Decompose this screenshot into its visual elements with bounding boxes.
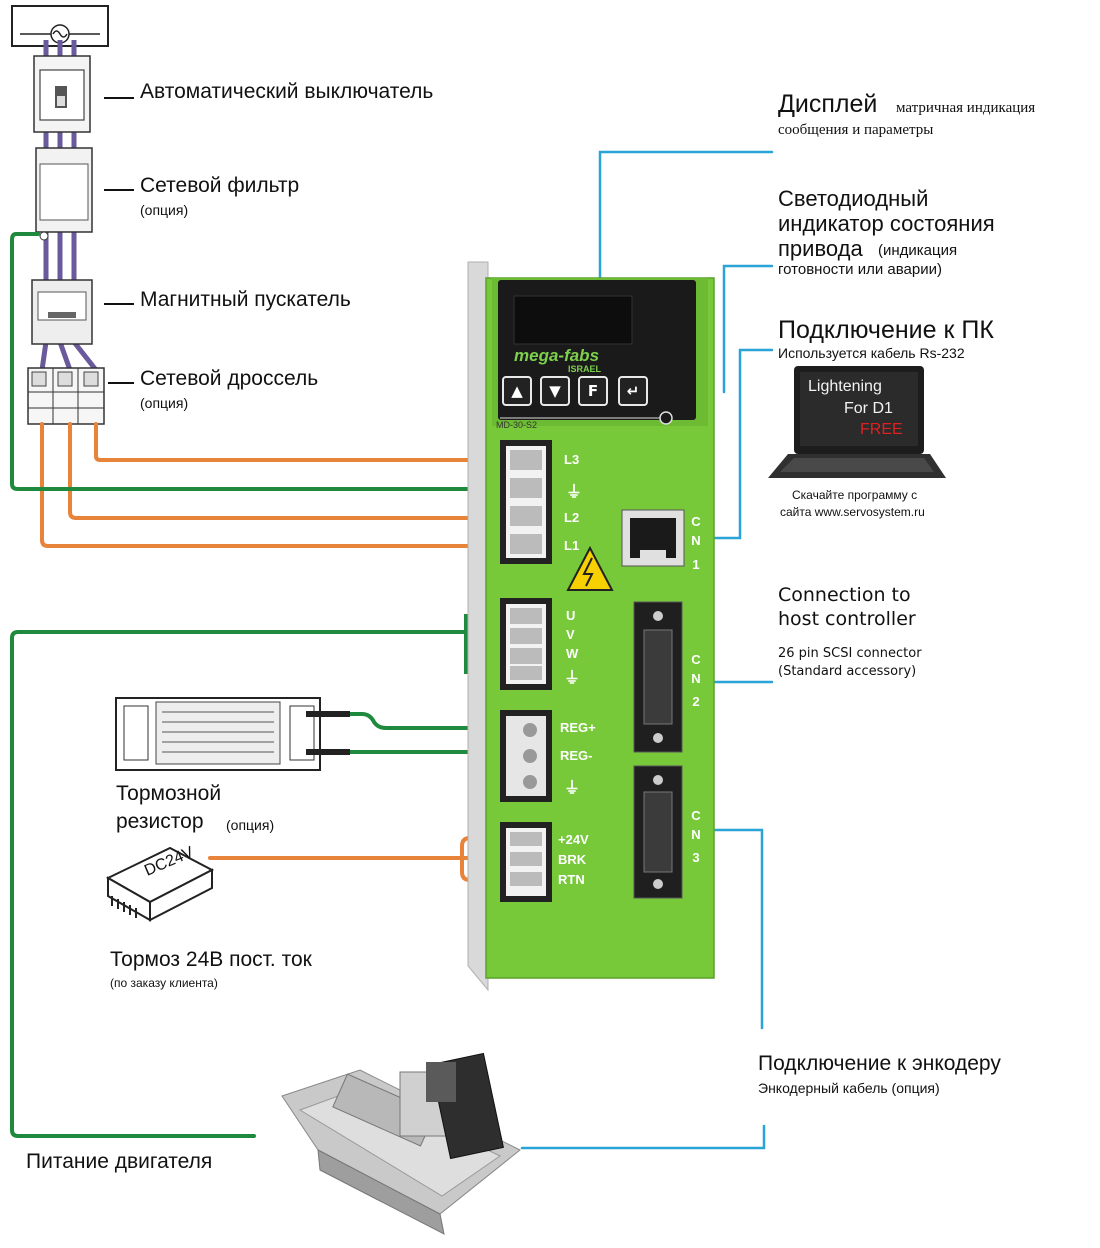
terminal-reg-minus: REG- [560,748,593,763]
regen-connector [500,710,552,802]
cn3-label-n: N [691,827,701,842]
cn3-label-3: 3 [692,850,700,865]
label-leaders [104,97,134,384]
circuit-breaker [33,55,91,133]
cn3-scsi-port [633,765,683,899]
laptop-screen-line1: Lightening [808,378,882,395]
drive-up-button[interactable]: ▲ [502,376,532,406]
motor-power-label: Питание двигателя [26,1150,213,1173]
motor-connector [500,598,552,690]
dc24v-brake-box [105,846,215,922]
brake-resistor-note: (опция) [226,817,275,833]
reactor-note: (опция) [140,395,189,411]
terminal-reg-plus: REG+ [560,720,596,735]
led-line2: индикатор состояния [778,211,995,236]
terminal-brk: BRK [558,852,587,867]
drive-brand: mega-fabs [514,346,600,365]
cn3-label-c: C [691,808,701,823]
encoder-desc: Энкодерный кабель (опция) [758,1080,940,1096]
drive-enter-button[interactable]: ↵ [618,376,648,406]
terminal-pe-motor: ⏚ [564,668,581,687]
led-line1: Светодиодный [778,186,929,211]
pc-desc: Используется кабель Rs-232 [778,345,965,361]
high-voltage-warning-icon [566,545,614,591]
host-title-line2: host controller [778,608,916,630]
laptop-caption-line1: Скачайте программу с [792,488,918,502]
brake-resistor-label-line2: резистор [116,810,204,833]
terminal-pe-regen: ⏚ [564,778,581,797]
linear-motor-stage-drawing [281,1052,521,1235]
contactor-label: Магнитный пускатель [140,288,351,311]
cn2-scsi-port [633,601,683,753]
magnetic-contactor [31,279,93,345]
terminal-l2: L2 [564,510,580,525]
host-desc-line1: 26 pin SCSI connector [778,646,922,661]
power-connector [500,440,552,564]
display-desc-line1: матричная индикация [896,100,1036,116]
filter-label: Сетевой фильтр [140,174,300,197]
terminal-24v: +24V [558,832,589,847]
terminal-pe-power: ⏚ [566,482,583,501]
encoder-title: Подключение к энкодеру [758,1052,1001,1075]
drive-function-button[interactable]: F [578,376,608,406]
breaker-label: Автоматический выключатель [140,80,434,103]
laptop-caption-line2: сайта www.servosystem.ru [780,505,925,519]
cn1-label-n: N [691,533,701,548]
laptop-drawing [768,366,946,478]
led-line3: привода [778,236,863,261]
host-desc-line2: (Standard accessory) [778,664,917,679]
terminal-v: V [566,627,575,642]
led-line3-note: (индикация [878,242,958,259]
host-title-line1: Connection to [778,584,911,606]
brake-resistor-label-line1: Тормозной [116,782,222,805]
display-title: Дисплей [778,90,878,118]
brake-24v-label: Тормоз 24В пост. ток [110,948,312,971]
cn1-label-c: C [691,514,701,529]
drive-down-button[interactable]: ▼ [540,376,570,406]
terminal-l1: L1 [564,538,580,553]
cn2-label-c: C [691,652,701,667]
brake-resistor-drawing [115,697,350,771]
led-line4: готовности или аварии) [778,261,942,278]
drive-model: MD-30-S2 [496,420,538,430]
line-filter [35,147,93,241]
power-source-symbol [11,5,109,47]
terminal-l3: L3 [564,452,580,467]
line-reactor [27,367,105,425]
cn1-rj45-port [621,509,685,567]
display-desc-line2: сообщения и параметры [778,122,934,138]
pc-title: Подключение к ПК [778,316,994,344]
cn2-label-n: N [691,671,701,686]
brake-connector [500,822,552,902]
terminal-rtn: RTN [558,872,585,887]
terminal-w: W [566,646,579,661]
reactor-label: Сетевой дроссель [140,367,319,390]
drive-sub-brand: ISRAEL [568,364,602,374]
cn2-label-2: 2 [692,694,700,709]
terminal-u: U [566,608,576,623]
laptop-screen-line2: For D1 [844,400,893,417]
brake-24v-note: (по заказу клиента) [110,976,218,990]
laptop-screen-line3: FREE [860,421,903,438]
cn1-label-1: 1 [692,557,700,572]
filter-note: (опция) [140,202,189,218]
